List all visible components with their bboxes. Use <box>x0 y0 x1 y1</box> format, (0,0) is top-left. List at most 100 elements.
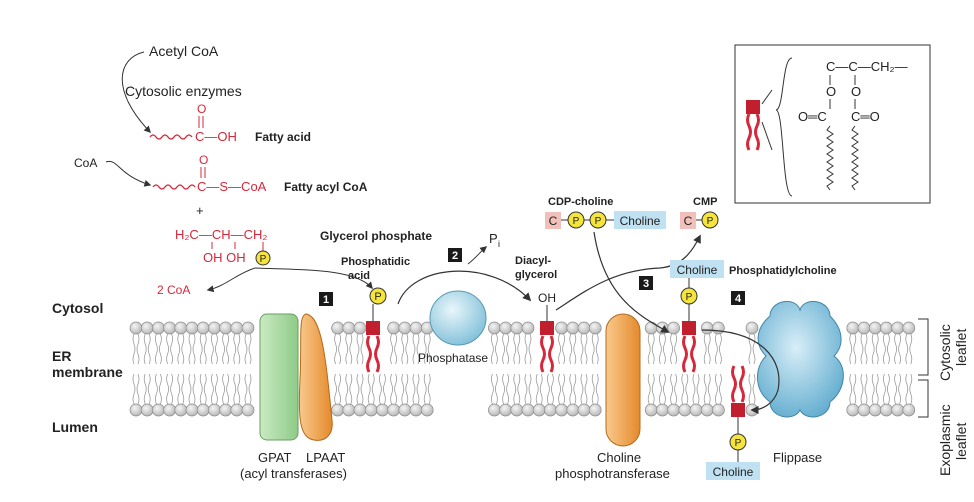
lipid-structure-inset: C—C—CH₂— O O O═C C═O <box>734 44 931 204</box>
membrane-tail-bottom <box>345 373 353 405</box>
membrane-tail-bottom <box>132 373 140 405</box>
membrane-tail-bottom <box>244 373 252 405</box>
membrane-head-bottom <box>588 403 602 417</box>
pc-phosphate <box>680 287 698 305</box>
membrane-tail-bottom <box>423 373 431 405</box>
membrane-tail-top <box>647 333 655 365</box>
membrane-tail-bottom <box>390 373 397 405</box>
membrane-tail-top <box>871 333 879 365</box>
cytidine-symbol-cmp: C <box>684 214 693 228</box>
membrane-tail-bottom <box>177 373 185 405</box>
phosphate-symbol-pc: P <box>686 292 693 303</box>
phosphatidylcholine-lipid-cytosolic <box>682 304 696 373</box>
acetyl-coa-label: Acetyl CoA <box>149 43 219 59</box>
acetyl-coa-arrow <box>121 51 151 134</box>
cytosolic-leaflet-label-1: Cytosolic <box>937 324 953 381</box>
membrane-head-bottom <box>387 403 400 417</box>
plus-sign: + <box>196 203 204 218</box>
phosphate-symbol-cmp: P <box>707 216 714 227</box>
lpaat-protein <box>298 313 333 441</box>
phosphatase-label: Phosphatase <box>418 351 488 365</box>
membrane-head-top <box>409 321 423 335</box>
membrane-tail-top <box>222 333 229 365</box>
membrane-tail-bottom <box>233 373 241 405</box>
membrane-tail-top <box>244 333 252 365</box>
membrane-head-bottom <box>499 403 512 417</box>
membrane-head-top <box>387 321 400 335</box>
membrane-tail-bottom <box>222 373 229 405</box>
membrane-head-bottom <box>163 403 176 417</box>
diacylglycerol-lipid <box>540 305 554 373</box>
pc-choline-label: Choline <box>677 263 718 277</box>
membrane-head-top <box>174 321 188 335</box>
membrane-head-bottom <box>712 403 725 417</box>
membrane-tail-top <box>155 333 162 365</box>
membrane-tail-bottom <box>681 373 689 405</box>
flippase-protein <box>757 301 844 418</box>
membrane-head-bottom <box>667 403 680 417</box>
glycerol-phosphate-label: Glycerol phosphate <box>320 229 432 243</box>
step-3-number: 3 <box>643 278 649 290</box>
membrane-tail-top <box>345 333 353 365</box>
phosphatidylcholine-lipid-exoplasmic <box>731 365 745 433</box>
step-4-marker <box>731 291 745 305</box>
membrane-tail-bottom <box>166 373 173 405</box>
membrane-tail-top <box>166 333 173 365</box>
membrane-tail-top <box>670 333 677 365</box>
coa-release-arrow <box>206 267 256 293</box>
membrane-head-bottom <box>700 403 714 417</box>
membrane-tail-bottom <box>547 373 554 405</box>
fatty-acyl-coa-label: Fatty acyl CoA <box>284 180 368 194</box>
membrane-head-top <box>208 321 221 335</box>
membrane-head-top <box>241 321 255 335</box>
membrane-tail-top <box>860 333 868 365</box>
membrane-tail-bottom <box>558 373 565 405</box>
membrane-head-bottom <box>566 403 580 417</box>
flip-arrow <box>701 329 780 415</box>
membrane-head-bottom <box>510 403 524 417</box>
membrane-head-top <box>588 321 602 335</box>
exoplasmic-leaflet-label-1: Exoplasmic <box>937 404 953 476</box>
phosphatidic-acid-lipid <box>366 304 380 373</box>
diacylglycerol-oh: OH <box>538 291 556 305</box>
membrane-head-bottom <box>140 403 154 417</box>
membrane-tail-bottom <box>502 373 509 405</box>
membrane-tail-bottom <box>849 373 857 405</box>
membrane-tail-bottom <box>894 373 901 405</box>
membrane-head-top <box>152 321 165 335</box>
lpaat-label: LPAAT <box>306 450 345 465</box>
membrane-tail-bottom <box>647 373 655 405</box>
gpat-protein <box>259 313 299 441</box>
membrane-head-top <box>331 321 344 335</box>
membrane-head-bottom <box>891 403 904 417</box>
membrane-tail-top <box>849 333 857 365</box>
membrane-tail-top <box>905 333 913 365</box>
membrane-head-bottom <box>219 403 232 417</box>
membrane-head-top <box>342 321 356 335</box>
membrane-head-top <box>510 321 524 335</box>
membrane-tail-top <box>356 333 364 365</box>
membrane-tail-bottom <box>211 373 218 405</box>
phosphate-symbol-cdp-1: P <box>573 216 580 227</box>
membrane-head-top <box>521 321 535 335</box>
lumen-choline-box <box>706 462 760 480</box>
lumen-choline-label: Choline <box>713 465 754 479</box>
cytosol-label: Cytosol <box>52 300 103 316</box>
membrane-head-top <box>140 321 154 335</box>
membrane-head-top <box>566 321 580 335</box>
membrane-head-top <box>868 321 882 335</box>
membrane-head-bottom <box>331 403 344 417</box>
membrane-tail-bottom <box>188 373 196 405</box>
membrane-tail-top <box>211 333 218 365</box>
membrane-head-top <box>163 321 176 335</box>
phosphate-symbol: P <box>260 254 267 265</box>
membrane-tail-top <box>524 333 532 365</box>
membrane-tail-top <box>659 333 666 365</box>
step-2-marker <box>448 248 462 262</box>
membrane-tail-top <box>591 333 599 365</box>
membrane-head-top <box>857 321 871 335</box>
membrane-tail-top <box>502 333 509 365</box>
membrane-tail-bottom <box>334 373 341 405</box>
membrane-head-bottom <box>376 403 389 417</box>
glycerol-hydroxyls: OH OH <box>203 250 246 265</box>
